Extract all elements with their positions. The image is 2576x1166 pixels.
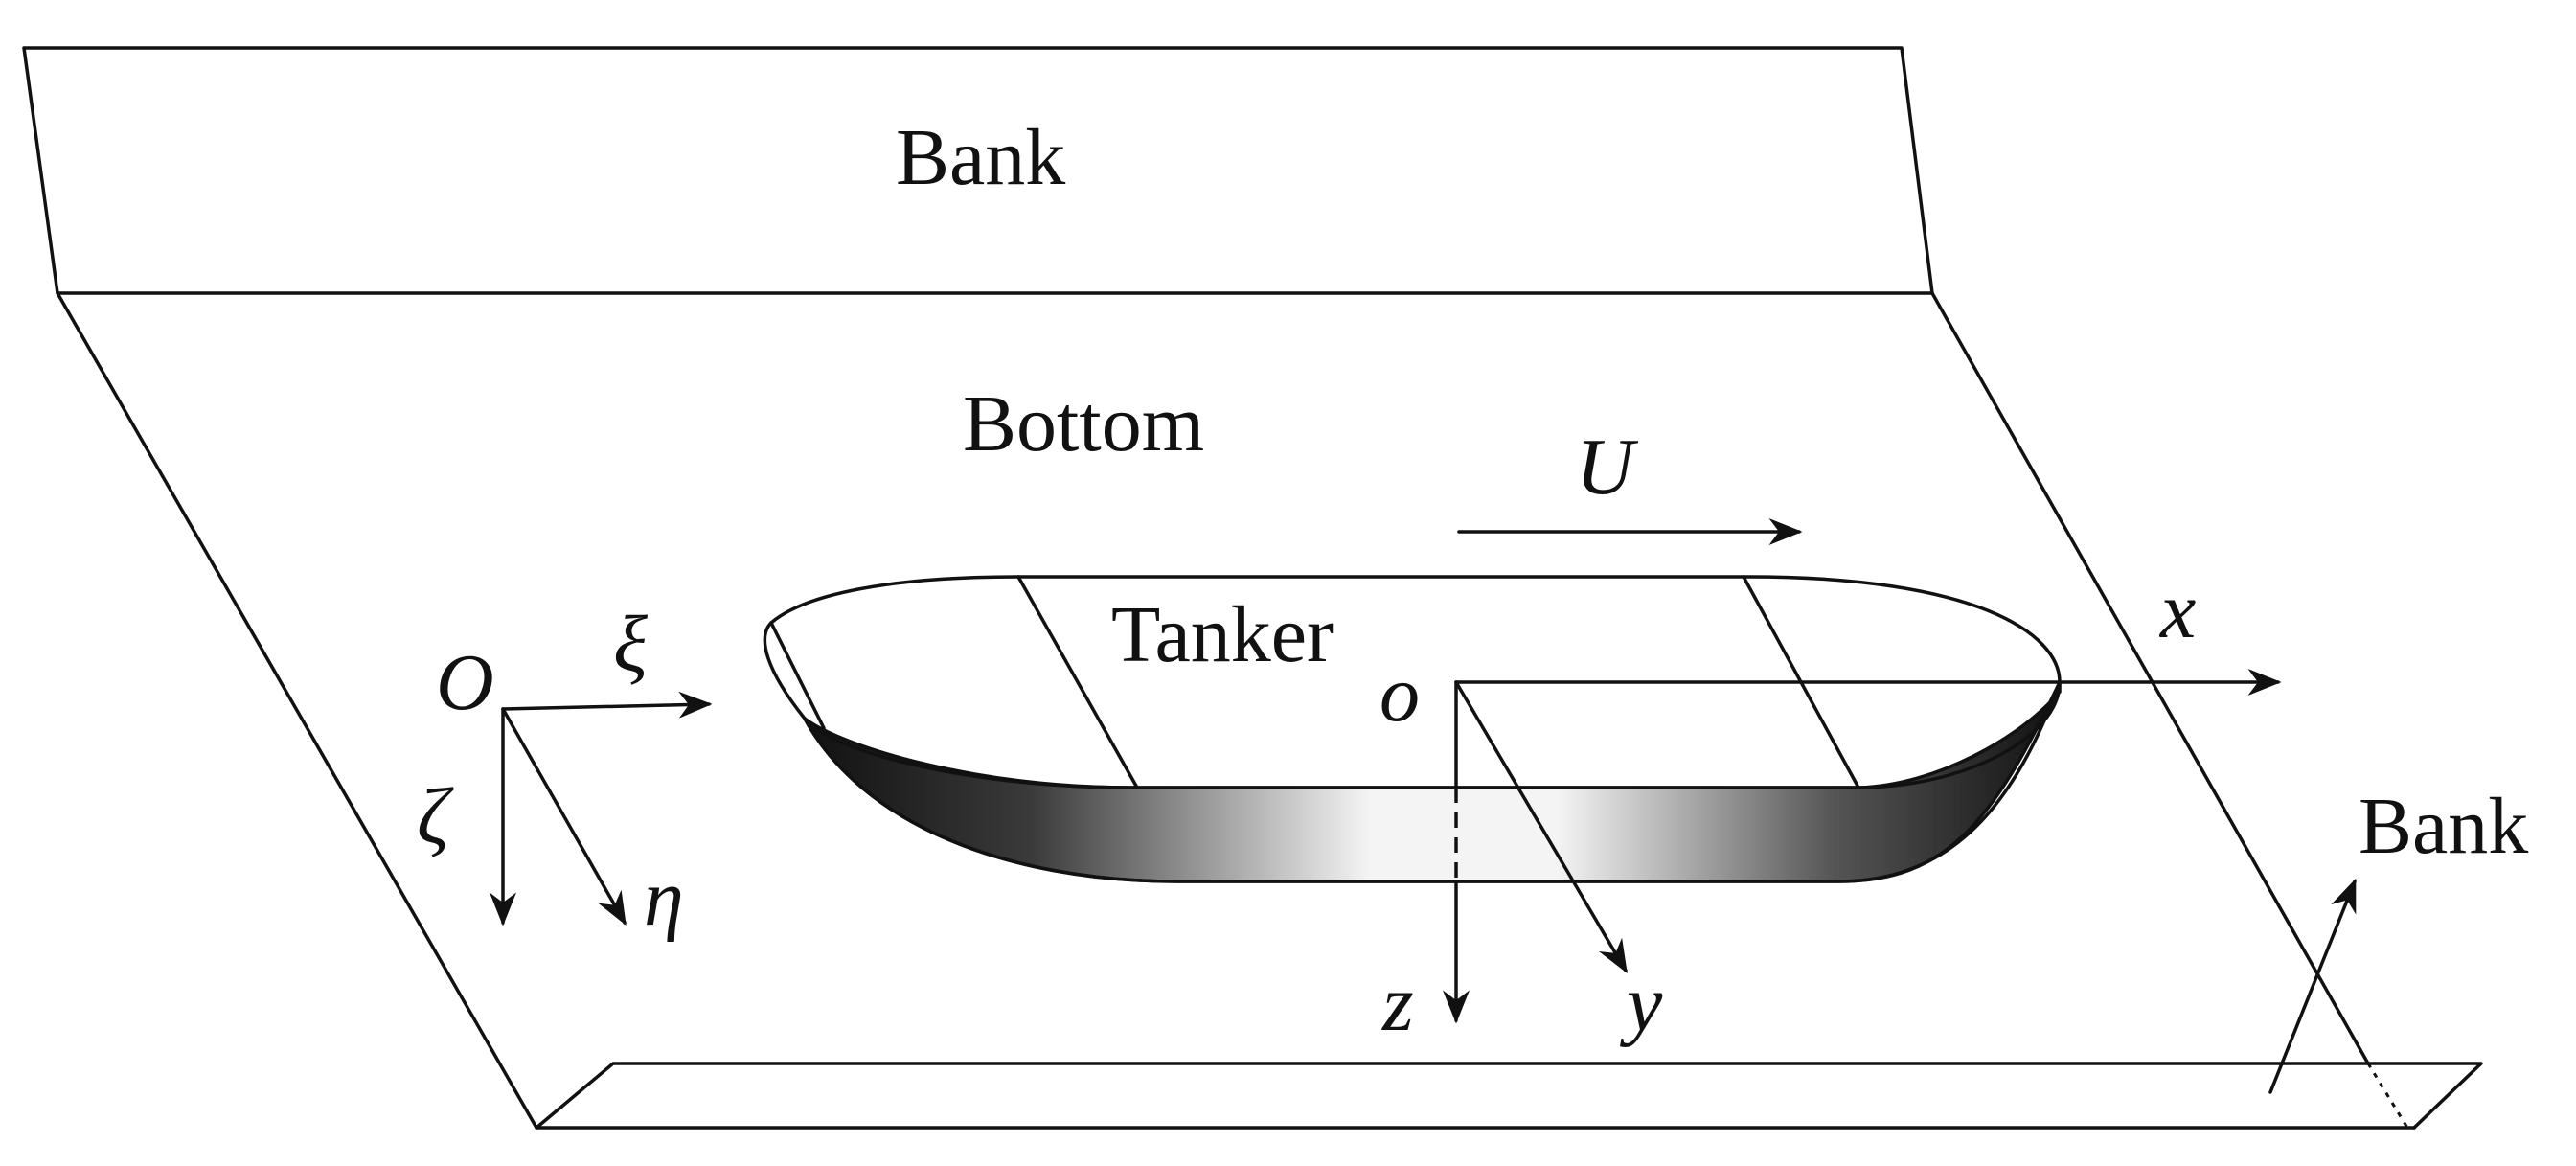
tanker-deck-line-mid-aft: [1016, 575, 1139, 789]
eta-symbol: η: [644, 854, 684, 943]
z-symbol: z: [1381, 959, 1414, 1048]
bank-right-arrow: [2268, 878, 2357, 1094]
bank-top-label: Bank: [896, 113, 1065, 202]
y-symbol: y: [1619, 959, 1663, 1048]
tanker-deck: [763, 575, 2062, 789]
tanker-label: Tanker: [1111, 590, 1334, 679]
bank-wall-right: [535, 1062, 2483, 1130]
tanker-hull-lower-edge: [803, 680, 2062, 883]
velocity-symbol: U: [1576, 423, 1639, 512]
tanker-hull-side: [803, 681, 2062, 883]
zeta-symbol: ζ: [417, 772, 454, 861]
bottom-plane-right-edge-hidden: [2366, 1063, 2409, 1129]
eta-axis-arrow: [501, 707, 627, 926]
bottom-plane-right-edge: [1930, 291, 2370, 1065]
earth-origin-symbol: O: [436, 638, 494, 727]
y-axis-arrow: [1454, 680, 1628, 974]
bottom-label: Bottom: [963, 379, 1204, 469]
xi-symbol: ξ: [613, 600, 648, 689]
bank-right-label: Bank: [2359, 782, 2528, 871]
ship-origin-symbol: o: [1379, 650, 1420, 739]
tanker-deck-line-bow: [769, 621, 826, 730]
bottom-plane-left-edge: [56, 291, 2416, 1130]
xi-axis-arrow: [501, 691, 713, 719]
x-symbol: x: [2158, 566, 2196, 655]
